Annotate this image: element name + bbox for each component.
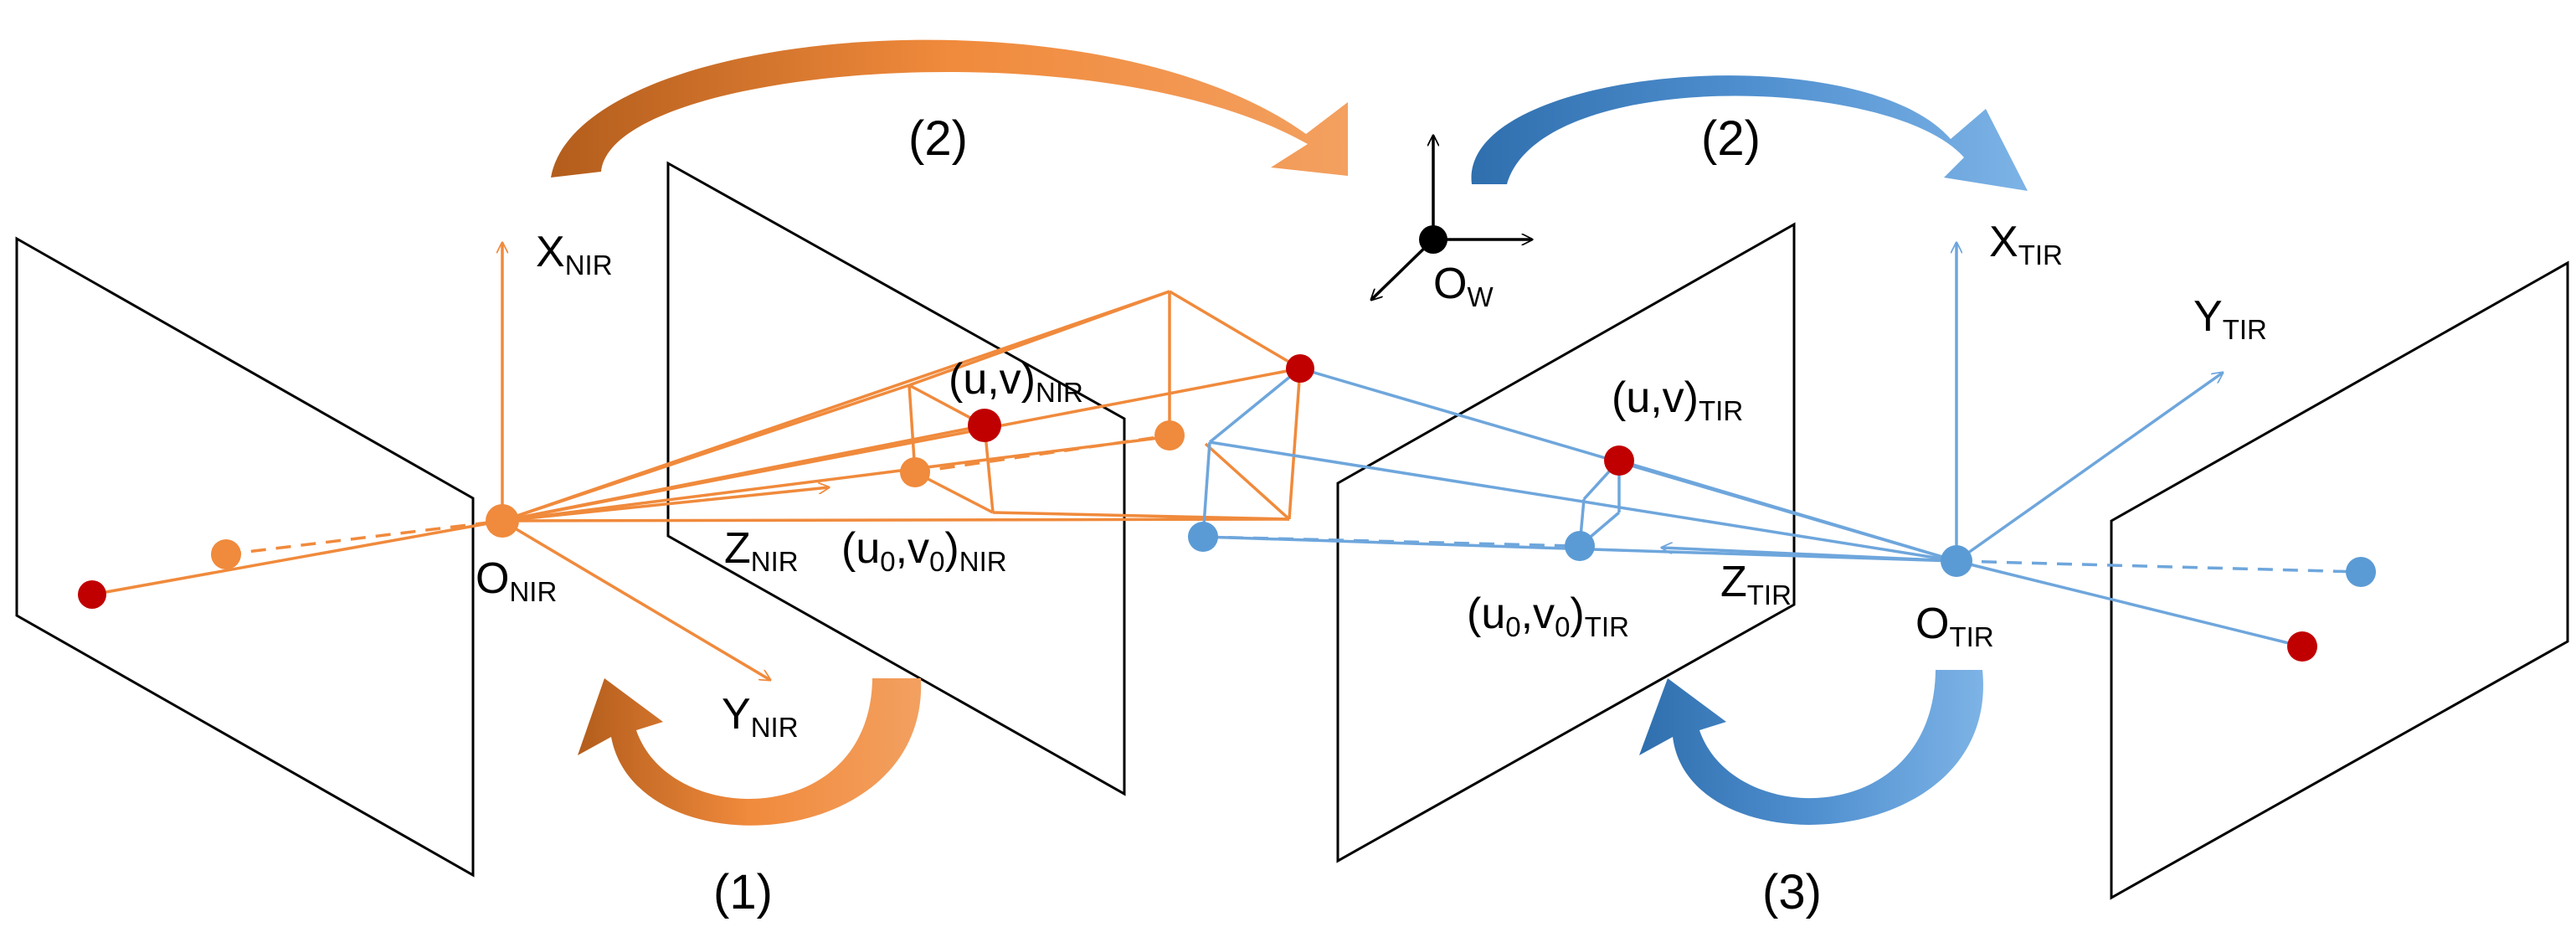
nir-principal-point — [900, 457, 930, 487]
world-frame — [1371, 136, 1532, 300]
label-o-w: OW — [1433, 260, 1494, 312]
nir-back-point-red — [78, 580, 106, 609]
step2-left-label: (2) — [908, 111, 968, 166]
nir-geometry — [91, 290, 1302, 596]
step1-curved-arrow — [578, 678, 922, 826]
step3-curved-arrow — [1639, 670, 1983, 825]
label-y-nir: YNIR — [722, 690, 799, 743]
label-x-nir: XNIR — [536, 228, 613, 281]
nir-y-axis — [501, 519, 770, 680]
label-z-tir: ZTIR — [1720, 558, 1792, 610]
tir-principal-point — [1565, 531, 1595, 561]
step2-right-label: (2) — [1701, 111, 1761, 166]
label-y-tir: YTIR — [2193, 292, 2267, 345]
step1-label: (1) — [713, 865, 773, 919]
tir-projected-point — [1604, 445, 1634, 476]
tir-back-image-plane — [2110, 260, 2569, 900]
label-uv-tir: (u,v)TIR — [1612, 373, 1743, 426]
label-x-tir: XTIR — [1989, 218, 2063, 270]
tir-back-principal-point — [2346, 557, 2376, 587]
label-u0v0-nir: (u0,v0)NIR — [841, 524, 1007, 577]
nir-back-image-plane — [15, 236, 475, 878]
world-point — [1286, 354, 1314, 383]
step2-right-curved-arrow — [1471, 75, 2028, 191]
label-o-nir: ONIR — [476, 554, 557, 607]
tir-y-axis — [1955, 373, 2223, 563]
nir-far-principal-point — [1154, 420, 1185, 451]
label-z-nir: ZNIR — [724, 524, 799, 577]
nir-image-plane — [666, 161, 1126, 796]
tir-back-point-red — [2287, 631, 2317, 662]
label-o-tir: OTIR — [1915, 600, 1994, 652]
label-uv-nir: (u,v)NIR — [949, 355, 1083, 408]
nir-projected-point — [968, 409, 1001, 442]
label-u0v0-tir: (u0,v0)TIR — [1467, 590, 1629, 642]
tir-far-principal-point — [1188, 522, 1218, 552]
nir-back-principal-point — [211, 539, 241, 569]
tir-z-axis — [1662, 548, 1957, 563]
tir-image-plane — [1336, 222, 1796, 863]
tir-optical-center — [1941, 545, 1972, 577]
nir-z-axis — [501, 487, 829, 523]
nir-optical-center — [486, 504, 519, 538]
step2-left-curved-arrow — [551, 39, 1348, 178]
step3-label: (3) — [1762, 865, 1822, 919]
